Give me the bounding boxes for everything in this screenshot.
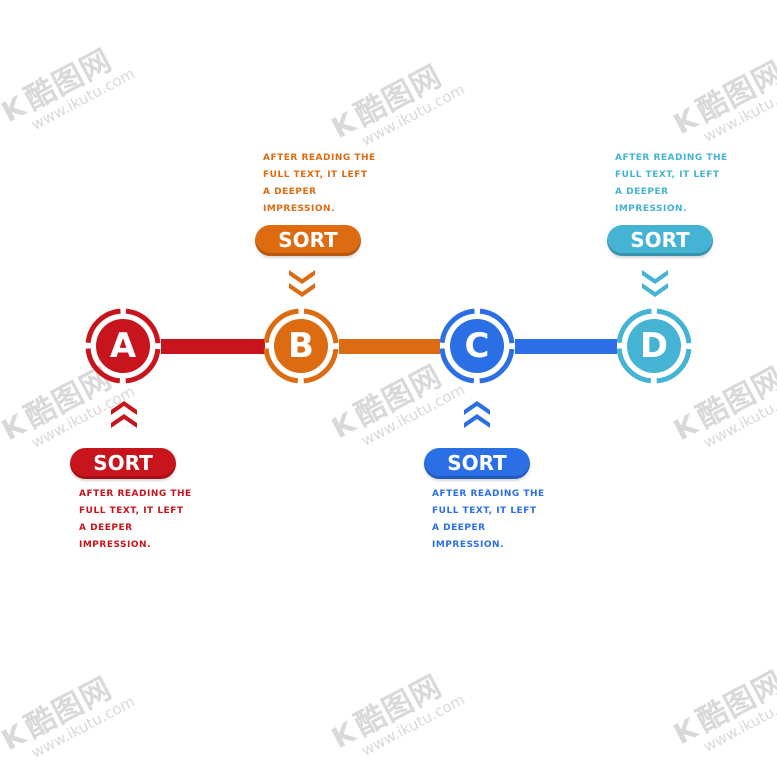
node-c: C: [439, 308, 515, 384]
chevron-up-icon: [111, 401, 137, 428]
chevron-up-icon: [464, 401, 490, 428]
node-letter: B: [288, 326, 314, 366]
node-d: D: [616, 308, 692, 384]
caption-b: AFTER READING THE FULL TEXT, IT LEFT A D…: [263, 153, 376, 214]
sort-label-a: SORT: [70, 448, 176, 479]
chevron-down-icon: [642, 270, 668, 297]
node-letter: A: [109, 326, 137, 366]
caption-a: AFTER READING THE FULL TEXT, IT LEFT A D…: [79, 489, 192, 550]
node-a: A: [85, 308, 161, 384]
node-ring: [616, 308, 692, 384]
node-ring: [263, 308, 339, 384]
connector-a-b: [161, 339, 265, 354]
sort-label-c: SORT: [424, 448, 530, 479]
caption-c: AFTER READING THE FULL TEXT, IT LEFT A D…: [432, 489, 545, 550]
caption-d: AFTER READING THE FULL TEXT, IT LEFT A D…: [615, 153, 728, 214]
watermark: K酷图网 www.ikutu.com: [668, 664, 777, 756]
node-letter: C: [464, 326, 490, 366]
watermark: K酷图网 www.ikutu.com: [0, 670, 138, 762]
node-ring: [439, 308, 515, 384]
connector-c-d: [515, 339, 617, 354]
chevron-down-icon: [289, 270, 315, 297]
node-ring: [85, 308, 161, 384]
watermark: K酷图网 www.ikutu.com: [326, 668, 468, 760]
node-b: B: [263, 308, 339, 384]
watermark: K酷图网 www.ikutu.com: [668, 54, 777, 146]
sort-label-b: SORT: [255, 225, 361, 256]
connector-b-c: [339, 339, 440, 354]
watermark: K酷图网 www.ikutu.com: [0, 42, 138, 134]
sort-label-d: SORT: [607, 225, 713, 256]
node-letter: D: [639, 326, 669, 366]
watermark: K酷图网 www.ikutu.com: [326, 58, 468, 150]
